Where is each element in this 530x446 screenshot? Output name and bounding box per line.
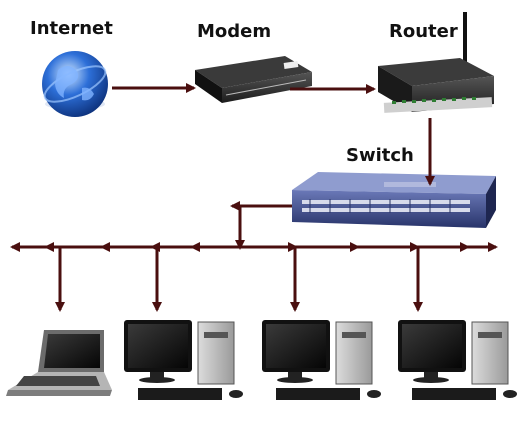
router-label: Router xyxy=(389,21,458,42)
bus-arrowhead xyxy=(410,242,420,252)
bus-arrowhead xyxy=(460,242,470,252)
bus-arrowhead xyxy=(288,242,298,252)
switch-icon xyxy=(292,172,496,228)
internet-label: Internet xyxy=(30,18,113,39)
globe-icon xyxy=(42,51,108,117)
bus-arrowhead xyxy=(150,242,160,252)
bus-arrowhead xyxy=(190,242,200,252)
desktop-pc-icon xyxy=(124,320,243,400)
bus-arrowhead xyxy=(350,242,360,252)
modem-icon xyxy=(195,56,312,103)
modem-label: Modem xyxy=(197,21,272,42)
laptop-icon xyxy=(6,330,112,396)
bus-arrowheads xyxy=(44,242,470,252)
desktop-pc-icon xyxy=(262,320,381,400)
switch-label: Switch xyxy=(346,145,414,166)
bus-arrowhead xyxy=(100,242,110,252)
desktop-pc-icon xyxy=(398,320,517,400)
router-icon xyxy=(378,12,494,113)
bus-arrowhead xyxy=(44,242,54,252)
